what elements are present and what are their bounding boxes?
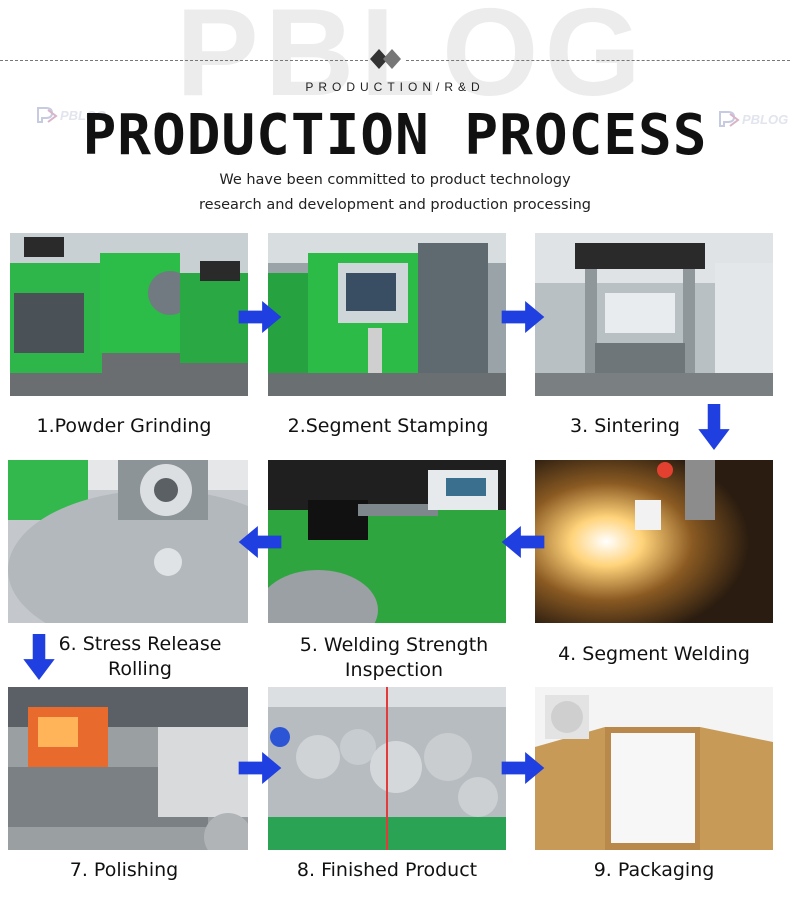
finished-product-photo [268,687,506,850]
segment-welding-photo [535,460,773,623]
arrow-right-icon [499,301,547,333]
sintering-photo [535,233,773,396]
section-eyebrow: PRODUCTION/R&D [305,80,485,94]
step-caption: 2.Segment Stamping [287,415,489,437]
arrow-left-icon [236,526,284,558]
arrow-right-icon [236,301,284,333]
divider-line-right [406,60,790,61]
arrow-down-icon [697,404,731,450]
step-caption: 7. Polishing [69,859,179,881]
arrow-down-icon [22,634,56,680]
watermark-text: PBLOG [176,0,647,122]
segment-stamping-photo [268,233,506,396]
step-caption: 9. Packaging [593,859,715,881]
step-caption-line: 5. Welding Strength [299,634,489,656]
arrow-right-icon [499,752,547,784]
step-caption: 1.Powder Grinding [36,415,212,437]
subtitle-line: We have been committed to product techno… [219,172,571,188]
divider-line-left [0,60,368,61]
watermark-logo: PBLOG [36,106,106,124]
diamond-icon [368,46,406,72]
subtitle-line: research and development and production … [199,197,591,213]
packaging-photo [535,687,773,850]
step-caption: 5. Welding Strength Inspection [268,633,520,683]
polishing-photo [8,687,248,850]
watermark-logo-text: PBLOG [742,111,789,127]
step-caption-line: Inspection [344,659,444,681]
step-caption-line: 6. Stress Release [58,633,222,655]
powder-grinding-photo [10,233,248,396]
step-caption-line: Rolling [108,658,172,680]
welding-inspection-photo [268,460,506,623]
step-caption: 6. Stress Release Rolling [20,632,260,682]
page-title: PRODUCTION PROCESS [82,103,708,168]
step-caption: 8. Finished Product [296,859,478,881]
watermark-logo: PBLOG [718,110,788,128]
step-caption: 3. Sintering [570,415,680,437]
watermark-logo-text: PBLOG [60,107,107,123]
page-subtitle: We have been committed to product techno… [0,168,790,218]
arrow-right-icon [236,752,284,784]
arrow-left-icon [499,526,547,558]
stress-release-photo [8,460,248,623]
step-caption: 4. Segment Welding [558,643,750,665]
